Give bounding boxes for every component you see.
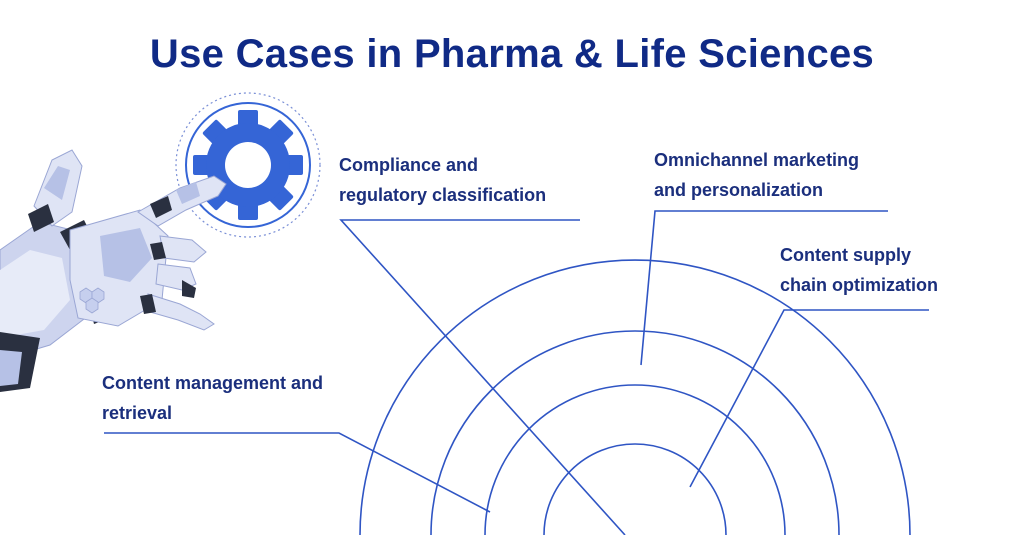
label-supply-chain-line2: chain optimization xyxy=(780,275,939,295)
gear-dashed-ring xyxy=(175,92,321,238)
label-omnichannel-line1: Omnichannel marketing xyxy=(654,150,860,170)
page-title: Use Cases in Pharma & Life Sciences xyxy=(149,32,875,76)
label-compliance-line2: regulatory classification xyxy=(339,185,547,205)
label-supply-chain: Content supply chain optimization xyxy=(780,240,938,300)
label-omnichannel-line2: and personalization xyxy=(654,180,824,200)
label-content-management: Content management and retrieval xyxy=(102,368,323,428)
robot-hand-illustration xyxy=(0,149,227,392)
label-compliance: Compliance and regulatory classification xyxy=(339,150,546,210)
arc-outer xyxy=(359,259,911,535)
gear-hole xyxy=(225,142,271,188)
connector-supply xyxy=(689,309,929,488)
connector-lines xyxy=(104,210,929,535)
connector-omnichannel xyxy=(640,210,888,366)
connector-content-mgmt xyxy=(104,432,491,513)
concentric-arcs xyxy=(359,259,911,535)
label-omnichannel: Omnichannel marketing and personalizatio… xyxy=(654,145,859,205)
connector-compliance xyxy=(339,219,626,535)
arc-3 xyxy=(484,384,786,535)
label-supply-chain-line1: Content supply xyxy=(780,245,911,265)
label-content-management-line1: Content management and xyxy=(102,373,324,393)
label-compliance-line1: Compliance and xyxy=(339,155,479,175)
arc-2 xyxy=(430,330,840,535)
gear-badge xyxy=(175,92,321,238)
label-content-management-line2: retrieval xyxy=(102,403,173,423)
arc-inner xyxy=(543,443,727,535)
